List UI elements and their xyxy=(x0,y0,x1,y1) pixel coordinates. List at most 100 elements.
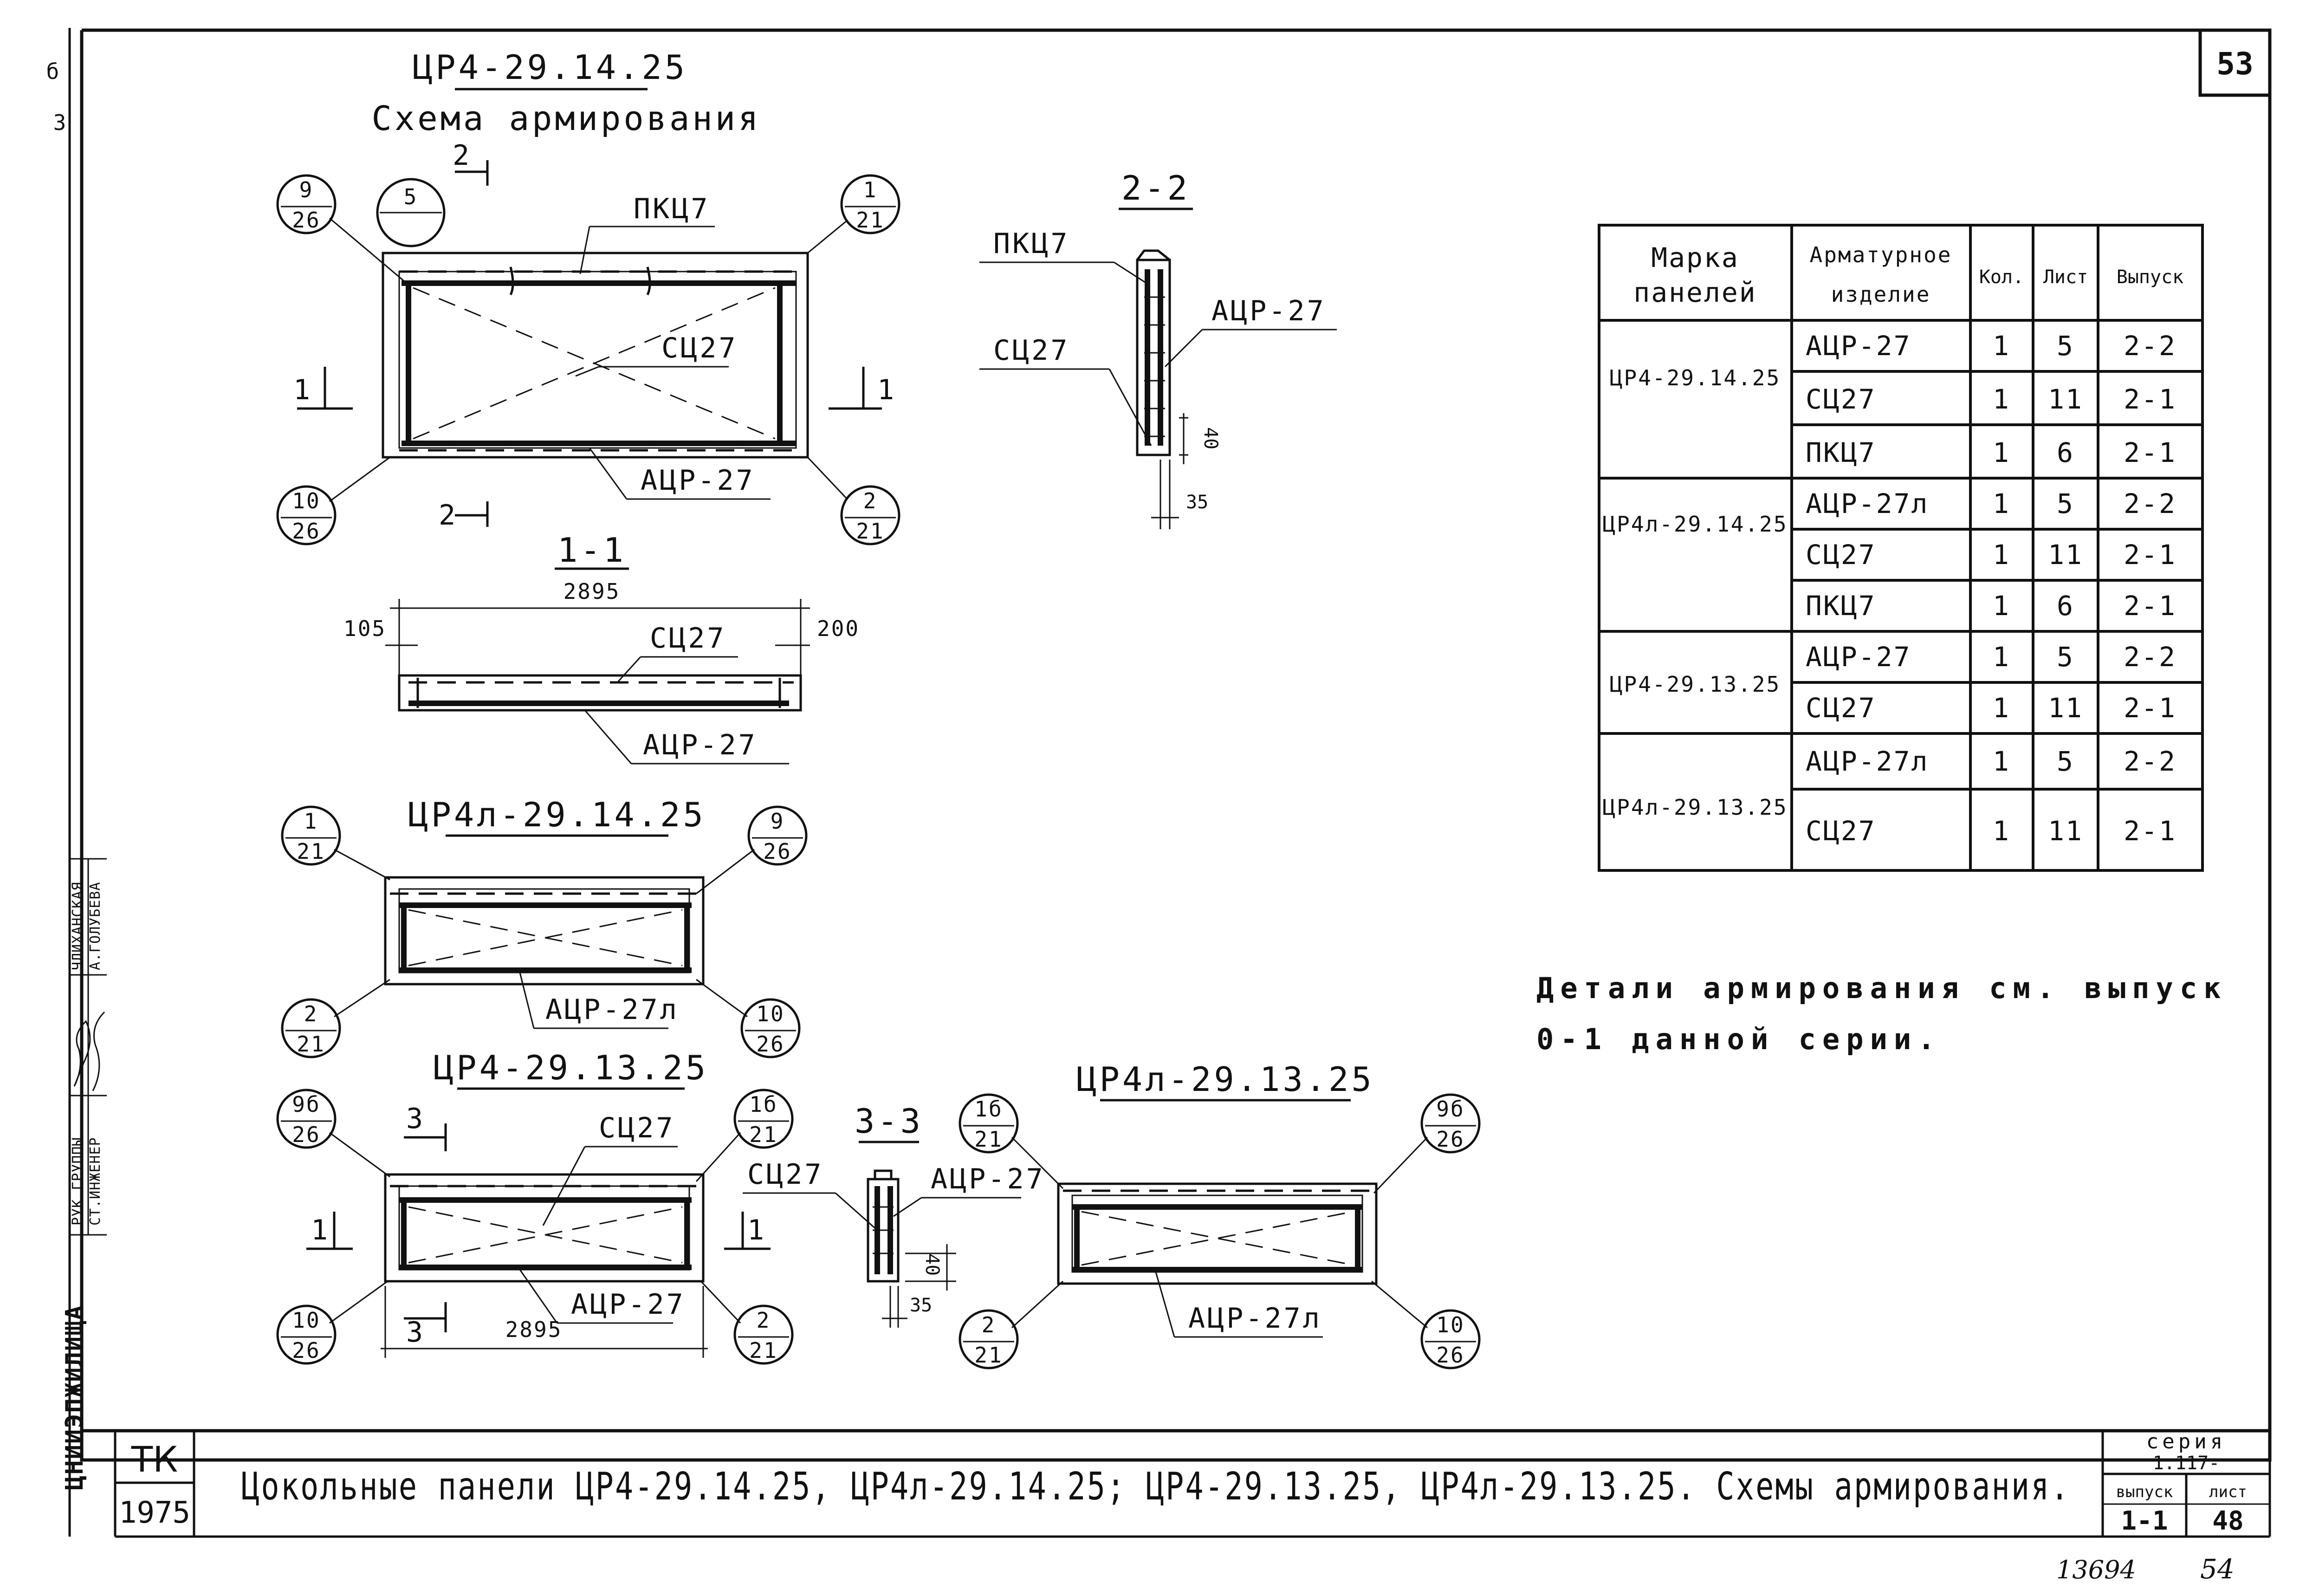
svg-text:2: 2 xyxy=(757,1308,771,1333)
tbl-cell: 5 xyxy=(2057,330,2074,362)
section-1-1: 1-1 2895 105 200 СЦ27 АЦР-27 xyxy=(343,531,860,765)
p3-sec-left: 1 xyxy=(311,1214,330,1246)
p3-sec-right: 1 xyxy=(747,1214,766,1246)
year-label: 1975 xyxy=(119,1496,190,1530)
tbl-cell: 2-1 xyxy=(2124,539,2176,571)
p3-acr: АЦР-27 xyxy=(571,1288,686,1321)
sec22-title: 2-2 xyxy=(1121,169,1190,208)
sec11-acr: АЦР-27 xyxy=(643,729,758,761)
p2-acr: АЦР-27л xyxy=(545,993,679,1026)
th-item-1: Арматурное xyxy=(1810,242,1952,267)
svg-text:2: 2 xyxy=(304,1001,318,1026)
tbl-cell: 1 xyxy=(1993,383,2010,415)
spec-table: Марка панелей Арматурное изделие Кол. Ли… xyxy=(1598,224,2204,872)
p3-bubble-top-right: 1б 21 xyxy=(695,1089,794,1182)
p3-bubble-bottom-right: 2 21 xyxy=(700,1280,794,1365)
tbl-cell: 1 xyxy=(1993,488,2010,519)
sheet-label: лист xyxy=(2209,1483,2247,1501)
tbl-cell: ПКЦ7 xyxy=(1806,590,1876,622)
p4-title: ЦР4л-29.13.25 xyxy=(1076,1060,1374,1099)
svg-text:1: 1 xyxy=(304,809,318,834)
svg-text:10: 10 xyxy=(292,1308,320,1333)
left-margin: б 3 РУК.ГРУППЫ СТ.ИНЖЕНЕР ЧЛИХАНСКАЯ А.Г… xyxy=(46,28,107,1537)
p1-bubble-bottom-right: 2 21 xyxy=(807,456,900,545)
tbl-cell: 1 xyxy=(1993,692,2010,724)
svg-text:10: 10 xyxy=(1436,1312,1464,1337)
sec11-right-dim: 200 xyxy=(817,616,860,641)
svg-text:26: 26 xyxy=(292,208,320,233)
p3-title: ЦР4-29.13.25 xyxy=(434,1048,708,1087)
p2-bubble-bottom-right: 10 26 xyxy=(696,979,801,1058)
tbl-cell: 1 xyxy=(1993,330,2010,362)
svg-text:9б: 9б xyxy=(292,1092,320,1117)
sec33-acr: АЦР-27 xyxy=(931,1163,1045,1195)
tbl-mark-2: ЦР4л-29.14.25 xyxy=(1602,512,1788,537)
margin-name-2: А.ГОЛУБЕВА xyxy=(87,882,104,970)
svg-text:9б: 9б xyxy=(1436,1096,1464,1122)
svg-text:21: 21 xyxy=(974,1127,1003,1152)
th-qty: Кол. xyxy=(1979,266,2024,288)
p2-title: ЦР4л-29.14.25 xyxy=(408,795,706,834)
signature-2 xyxy=(92,1011,105,1091)
org-name: ЦНИИЭПЖИЛИЩА xyxy=(61,1304,89,1490)
tbl-cell: 11 xyxy=(2048,692,2083,724)
sec22-dim-h: 35 xyxy=(1186,492,1208,513)
p1-bubble-top-right: 1 21 xyxy=(807,174,900,254)
reinforcement-note: Детали армирования см. выпуск 0-1 данной… xyxy=(1536,971,2228,1056)
p4-bubble-top-right: 9б 26 xyxy=(1373,1093,1481,1194)
sec22-sc: СЦ27 xyxy=(993,334,1070,367)
sec11-left-dim: 105 xyxy=(343,616,386,641)
p2-bubble-top-right: 9 26 xyxy=(696,805,808,895)
svg-text:21: 21 xyxy=(749,1122,777,1147)
p1-sc-label: СЦ27 xyxy=(661,332,738,364)
svg-text:26: 26 xyxy=(292,1122,320,1147)
sheet-number: 53 xyxy=(2216,46,2253,82)
p3-bubble-top-left: 9б 26 xyxy=(276,1089,390,1178)
p4-acr: АЦР-27л xyxy=(1188,1302,1322,1335)
tbl-cell: 6 xyxy=(2057,437,2074,468)
title-block: ТК 1975 Цокольные панели ЦР4-29.14.25, Ц… xyxy=(119,1430,2270,1537)
svg-text:21: 21 xyxy=(749,1338,777,1363)
tbl-cell: 2-1 xyxy=(2124,692,2176,724)
svg-text:26: 26 xyxy=(1436,1127,1464,1152)
svg-text:2: 2 xyxy=(863,488,878,513)
signature-1 xyxy=(73,1020,91,1087)
tbl-cell: 5 xyxy=(2057,488,2074,519)
note-line-1: Детали армирования см. выпуск xyxy=(1536,971,2228,1005)
tbl-cell: 1 xyxy=(1993,437,2010,468)
p4-bubble-bottom-left: 2 21 xyxy=(959,1280,1064,1369)
margin-role-2: СТ.ИНЖЕНЕР xyxy=(87,1137,104,1226)
tbl-cell: 1 xyxy=(1993,746,2010,777)
svg-text:26: 26 xyxy=(763,839,791,864)
tbl-cell: 2-1 xyxy=(2124,815,2176,847)
tbl-cell: АЦР-27л xyxy=(1806,746,1929,777)
tbl-cell: АЦР-27 xyxy=(1806,330,1911,362)
main-title: ЦР4-29.14.25 xyxy=(413,48,687,87)
tbl-cell: СЦ27 xyxy=(1806,383,1876,415)
p3-bubble-bottom-left: 10 26 xyxy=(276,1280,388,1365)
svg-text:21: 21 xyxy=(856,208,884,233)
panel-3-drawing: ЦР4-29.13.25 СЦ27 АЦР-27 3 3 1 1 2895 xyxy=(276,1048,794,1365)
svg-text:10: 10 xyxy=(756,1001,784,1026)
p4-bubble-bottom-right: 10 26 xyxy=(1371,1280,1481,1369)
section-3-3: 3-3 СЦ27 АЦР-27 40 35 xyxy=(743,1102,1045,1328)
section-2-2: 2-2 ПКЦ7 АЦР-27 СЦ27 40 35 xyxy=(979,169,1337,529)
tbl-cell: 11 xyxy=(2048,815,2083,847)
main-subtitle: Схема армирования xyxy=(372,99,761,138)
tbl-cell: 1 xyxy=(1993,539,2010,571)
sec33-title: 3-3 xyxy=(855,1102,923,1141)
svg-text:26: 26 xyxy=(292,519,320,544)
sec22-dim-v: 40 xyxy=(1200,427,1221,449)
tbl-mark-4: ЦР4л-29.13.25 xyxy=(1602,795,1788,820)
inventory-number: 13694 xyxy=(2056,1555,2136,1584)
tbl-mark-3: ЦР4-29.13.25 xyxy=(1610,672,1781,697)
note-line-2: 0-1 данной серии. xyxy=(1536,1022,1942,1056)
p1-bubble-bottom-left: 10 26 xyxy=(276,456,390,545)
p1-sec-left: 1 xyxy=(293,374,312,406)
svg-text:1: 1 xyxy=(863,177,878,202)
th-item-2: изделие xyxy=(1831,282,1931,307)
tbl-cell: 1 xyxy=(1993,815,2010,847)
p3-length: 2895 xyxy=(505,1317,563,1342)
margin-name-1: ЧЛИХАНСКАЯ xyxy=(70,882,86,970)
p1-sec-right: 1 xyxy=(877,374,896,406)
